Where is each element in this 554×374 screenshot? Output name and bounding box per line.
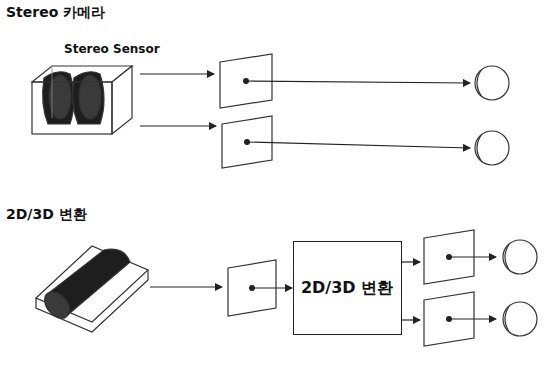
process-box: 2D/3D 변환 [293, 241, 402, 335]
section-heading: Stereo 카메라 [6, 4, 105, 22]
section-heading: 2D/3D 변환 [6, 206, 87, 224]
part-name: Stereo Sensor [64, 42, 160, 56]
mono-camera [36, 246, 148, 332]
eye [475, 66, 509, 165]
stereo-camera [32, 66, 132, 134]
image-plane [220, 54, 272, 168]
box-label: 2D/3D 변환 [301, 278, 393, 299]
image-plane [228, 230, 474, 346]
dot [243, 78, 250, 145]
arrow [140, 74, 470, 148]
eye [503, 240, 537, 336]
